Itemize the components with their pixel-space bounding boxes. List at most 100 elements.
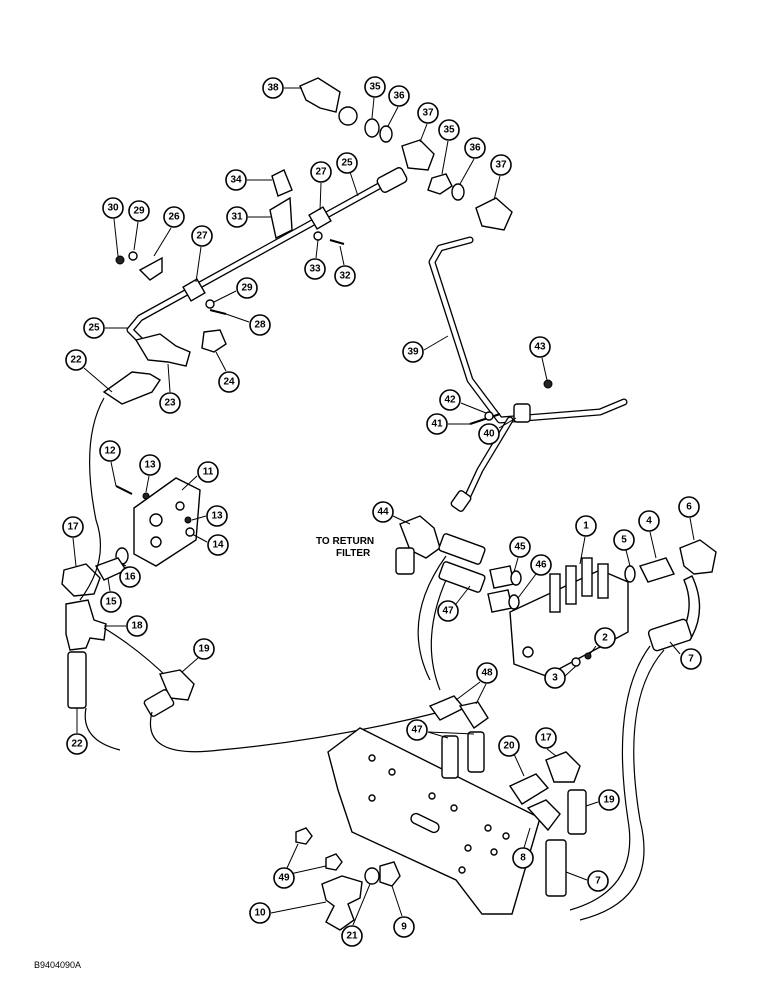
svg-text:22: 22 (70, 355, 82, 366)
callout-bubble: 36 (464, 137, 486, 159)
svg-text:19: 19 (198, 644, 210, 655)
callout-bubble: 40 (478, 423, 500, 445)
svg-text:10: 10 (254, 908, 266, 919)
svg-text:29: 29 (241, 283, 253, 294)
drawing-code: B9404090A (34, 960, 81, 970)
callout-bubble: 19 (598, 789, 620, 811)
callout-bubble: 23 (159, 392, 181, 414)
callout-bubble: 48 (476, 662, 498, 684)
callout-bubble: 25 (83, 317, 105, 339)
svg-text:16: 16 (124, 572, 136, 583)
svg-text:36: 36 (469, 143, 481, 154)
callout-bubble: 36 (388, 85, 410, 107)
svg-text:20: 20 (503, 741, 515, 752)
callout-bubble: 29 (128, 200, 150, 222)
svg-text:39: 39 (407, 347, 419, 358)
callout-bubble: 1 (575, 515, 597, 537)
callout-bubble: 30 (102, 197, 124, 219)
callout-bubble: 25 (336, 152, 358, 174)
svg-text:2: 2 (602, 633, 608, 644)
callout-bubble: 10 (249, 902, 271, 924)
callout-bubble: 7 (680, 648, 702, 670)
svg-text:14: 14 (212, 540, 224, 551)
callout-bubble: 43 (529, 336, 551, 358)
svg-text:8: 8 (520, 853, 526, 864)
svg-text:13: 13 (144, 460, 156, 471)
svg-text:23: 23 (164, 398, 176, 409)
callout-bubble: 37 (417, 102, 439, 124)
svg-text:27: 27 (315, 167, 327, 178)
callouts: 38 35 36 37 35 36 37 34 27 (62, 76, 702, 947)
svg-text:35: 35 (443, 125, 455, 136)
callout-bubble: 33 (304, 258, 326, 280)
callout-bubble: 17 (62, 516, 84, 538)
svg-text:24: 24 (223, 377, 235, 388)
svg-text:6: 6 (686, 502, 692, 513)
callout-bubble: 3 (544, 667, 566, 689)
callout-bubble: 49 (273, 867, 295, 889)
svg-text:40: 40 (483, 429, 495, 440)
svg-text:22: 22 (71, 739, 83, 750)
callout-bubble: 2 (594, 627, 616, 649)
svg-text:43: 43 (534, 342, 546, 353)
callout-bubble: 26 (163, 206, 185, 228)
svg-text:21: 21 (346, 931, 358, 942)
annotation-line-2: FILTER (336, 548, 371, 559)
callout-bubble: 24 (218, 371, 240, 393)
callout-bubble: 4 (638, 510, 660, 532)
callout-bubble: 42 (439, 389, 461, 411)
callout-bubble: 8 (512, 847, 534, 869)
callout-bubble: 28 (249, 314, 271, 336)
callout-bubble: 47 (437, 600, 459, 622)
svg-text:7: 7 (688, 654, 694, 665)
callout-bubble: 41 (426, 413, 448, 435)
svg-text:13: 13 (211, 511, 223, 522)
callout-bubble: 38 (262, 77, 284, 99)
svg-text:32: 32 (339, 271, 351, 282)
svg-text:42: 42 (444, 395, 456, 406)
svg-text:34: 34 (230, 175, 242, 186)
svg-text:30: 30 (107, 203, 119, 214)
callout-bubble: 17 (535, 727, 557, 749)
callout-bubble: 18 (126, 615, 148, 637)
callout-bubble: 45 (509, 536, 531, 558)
callout-bubble: 22 (66, 733, 88, 755)
svg-text:11: 11 (203, 467, 214, 478)
callout-bubble: 12 (99, 440, 121, 462)
callout-bubble: 6 (678, 496, 700, 518)
svg-text:47: 47 (442, 606, 454, 617)
svg-text:45: 45 (514, 542, 526, 553)
callout-bubble: 46 (530, 554, 552, 576)
annotation-line-1: TO RETURN (316, 536, 374, 547)
svg-text:26: 26 (168, 212, 180, 223)
svg-text:35: 35 (369, 82, 381, 93)
svg-text:28: 28 (254, 320, 266, 331)
svg-text:47: 47 (411, 725, 423, 736)
callout-bubble: 27 (191, 225, 213, 247)
callout-bubble: 14 (207, 534, 229, 556)
svg-text:1: 1 (583, 521, 589, 532)
callout-bubble: 27 (310, 161, 332, 183)
svg-text:33: 33 (309, 264, 321, 275)
svg-text:3: 3 (552, 673, 558, 684)
svg-text:17: 17 (67, 522, 79, 533)
callout-bubble: 11 (197, 461, 219, 483)
callout-bubble: 13 (206, 505, 228, 527)
callout-bubble: 47 (406, 719, 428, 741)
callout-bubble: 21 (341, 925, 363, 947)
callout-bubble: 15 (100, 591, 122, 613)
svg-text:25: 25 (341, 158, 353, 169)
callout-bubble: 20 (498, 735, 520, 757)
svg-text:41: 41 (431, 419, 443, 430)
svg-text:7: 7 (595, 876, 601, 887)
callout-bubble: 31 (226, 206, 248, 228)
callout-bubble: 35 (438, 119, 460, 141)
svg-text:29: 29 (133, 206, 145, 217)
svg-text:38: 38 (267, 83, 279, 94)
svg-text:15: 15 (105, 597, 117, 608)
svg-text:12: 12 (104, 446, 116, 457)
callout-bubble: 7 (587, 870, 609, 892)
callout-bubble: 44 (372, 501, 394, 523)
svg-text:25: 25 (88, 323, 100, 334)
line-art (61, 77, 717, 931)
